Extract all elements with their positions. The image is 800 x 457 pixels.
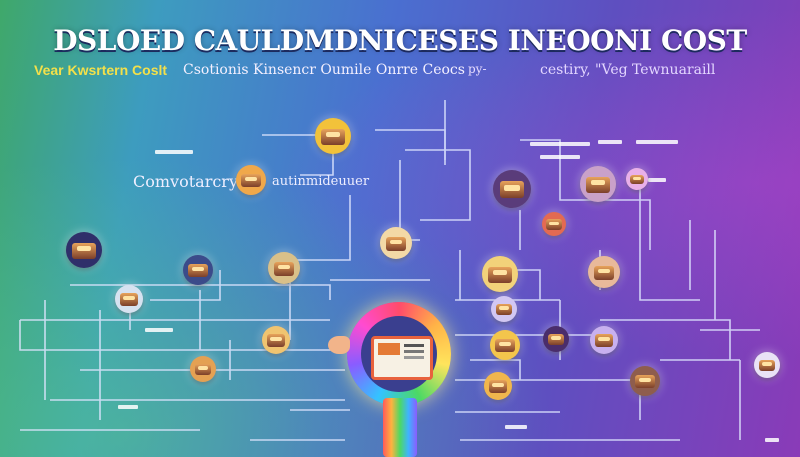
process-node[interactable]: [315, 118, 351, 154]
process-node[interactable]: [115, 285, 143, 313]
process-node[interactable]: [236, 165, 266, 195]
small-label-bar: [155, 150, 193, 154]
small-label-bar: [540, 155, 580, 159]
small-label-bar: [505, 425, 527, 429]
process-node[interactable]: [493, 170, 531, 208]
process-node[interactable]: [626, 168, 648, 190]
small-label-bar: [530, 142, 590, 146]
process-node[interactable]: [268, 252, 300, 284]
process-node[interactable]: [630, 366, 660, 396]
process-node[interactable]: [491, 296, 517, 322]
diagram-label-right: autinmideuuer: [272, 174, 370, 189]
small-label-bar: [145, 328, 173, 332]
subtitle-center: Csotionis Kinsencr Oumile Onrre Ceocs: [183, 62, 465, 78]
hand-icon: [328, 336, 350, 354]
process-node[interactable]: [262, 326, 290, 354]
process-node[interactable]: [380, 227, 412, 259]
small-label-bar: [636, 140, 678, 144]
subtitle-left: Vear Kwsrtern Coslt: [34, 62, 168, 78]
process-node[interactable]: [183, 255, 213, 285]
hub-core: [361, 316, 437, 392]
process-node[interactable]: [482, 256, 518, 292]
process-node[interactable]: [542, 212, 566, 236]
subtitle-right: cestiry, "Veg Tewnuaraill: [540, 62, 716, 78]
process-node[interactable]: [543, 326, 569, 352]
subtitle-fragment: py-: [468, 62, 487, 76]
small-label-bar: [118, 405, 138, 409]
process-node[interactable]: [484, 372, 512, 400]
process-node[interactable]: [66, 232, 102, 268]
small-label-bar: [765, 438, 779, 442]
process-node[interactable]: [190, 356, 216, 382]
central-hub[interactable]: [347, 302, 451, 406]
process-node[interactable]: [580, 166, 616, 202]
small-label-bar: [598, 140, 622, 144]
monitor-icon: [371, 336, 433, 380]
process-node[interactable]: [754, 352, 780, 378]
diagram-label-left: Comvotarcry: [133, 172, 238, 191]
process-node[interactable]: [490, 330, 520, 360]
process-node[interactable]: [588, 256, 620, 288]
hub-stand: [383, 398, 417, 457]
small-label-bar: [648, 178, 666, 182]
page-title: DSLOED CAULDMDNICESES INEOONI COST: [53, 24, 747, 57]
process-node[interactable]: [590, 326, 618, 354]
